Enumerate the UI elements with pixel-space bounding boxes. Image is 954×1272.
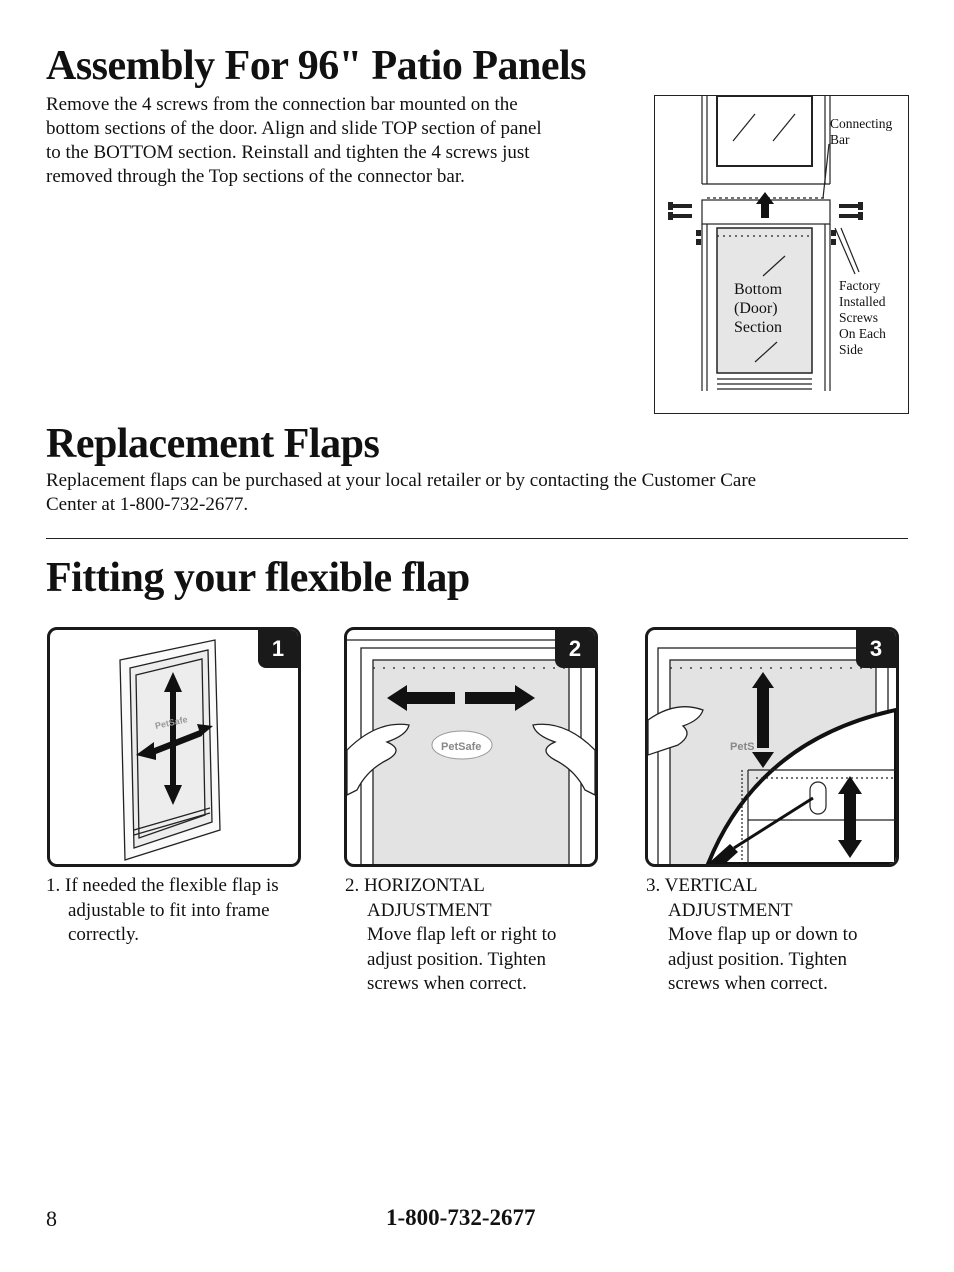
step-3-figure: PetS 3 — [645, 627, 899, 867]
step-2-caption: 2. HORIZONTAL ADJUSTMENT Move flap left … — [345, 875, 557, 994]
svg-text:PetS: PetS — [730, 741, 754, 753]
connecting-bar-label: Connecting Bar — [830, 116, 893, 147]
assembly-line: to the BOTTOM section. Reinstall and tig… — [46, 142, 530, 163]
step-1-drawing: PetSafe — [119, 639, 221, 861]
assembly-line: bottom sections of the door. Align and s… — [46, 118, 542, 139]
page-number: 8 — [46, 1206, 57, 1231]
assembly-instructions: Remove the 4 screws from the connection … — [46, 93, 626, 189]
section-divider — [46, 538, 908, 539]
step-2-figure: PetSafe 2 — [344, 627, 598, 867]
fitting-title: Fitting your flexible flap — [46, 555, 470, 601]
assembly-line: Remove the 4 screws from the connection … — [46, 94, 518, 115]
step-3-drawing: PetS — [648, 647, 896, 864]
step-3-caption: 3. VERTICAL ADJUSTMENT Move flap up or d… — [646, 875, 858, 994]
step-1-figure: PetSafe 1 — [47, 627, 301, 867]
replacement-title: Replacement Flaps — [46, 421, 380, 467]
step-2-drawing: PetSafe — [347, 639, 595, 864]
bottom-section-label: Bottom (Door) Section — [734, 281, 783, 336]
step-1-badge: 1 — [258, 630, 298, 668]
patio-panel-drawing — [668, 95, 863, 391]
step-3-badge: 3 — [856, 630, 896, 668]
step-1-caption: 1. If needed the flexible flap is adjust… — [46, 875, 279, 945]
assembly-line: removed through the Top sections of the … — [46, 166, 465, 187]
replacement-text: Replacement flaps can be purchased at yo… — [46, 470, 757, 515]
step-2-badge: 2 — [555, 630, 595, 668]
petsafe-logo: PetSafe — [441, 741, 481, 753]
footer-phone: 1-800-732-2677 — [386, 1205, 536, 1230]
assembly-title: Assembly For 96" Patio Panels — [46, 43, 587, 89]
patio-panel-diagram: Connecting Bar Bottom (Door) Section Fac… — [654, 95, 909, 414]
factory-screws-label: Factory Installed Screws On Each Side — [839, 278, 886, 357]
